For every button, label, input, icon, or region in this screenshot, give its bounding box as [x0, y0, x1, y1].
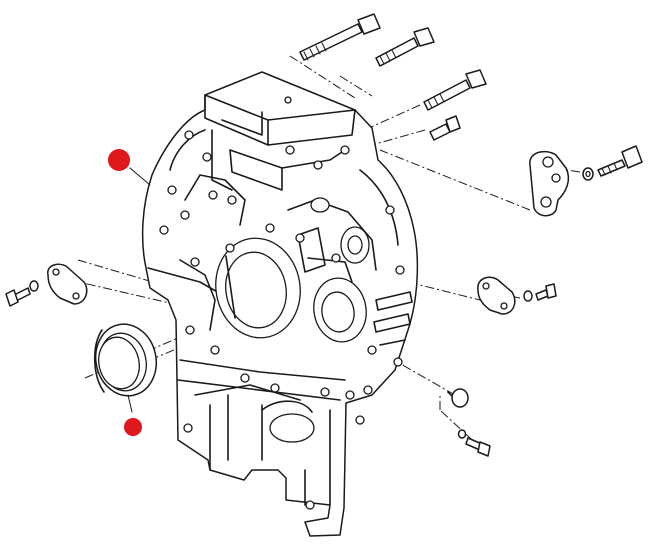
- bracket-washer: [582, 167, 594, 181]
- flange-holes: [159, 96, 405, 510]
- short-bolt-top: [429, 115, 461, 141]
- long-bolt-2: [375, 27, 435, 67]
- flywheel-housing: [141, 71, 419, 537]
- rear-oil-seal: [93, 323, 158, 397]
- cover-plate-right: [477, 276, 516, 315]
- lower-washer: [457, 429, 467, 439]
- cover-plate-left: [47, 263, 88, 305]
- housing-callout-marker[interactable]: [108, 149, 130, 171]
- callout-leaders: [127, 167, 151, 413]
- left-bolt: [5, 287, 31, 307]
- right-bolt: [535, 283, 557, 301]
- lifting-bracket: [529, 150, 570, 217]
- seal-callout-marker[interactable]: [124, 418, 142, 436]
- bracket-bolt: [597, 145, 643, 177]
- long-bolt-1: [299, 13, 381, 61]
- right-washer: [523, 290, 533, 302]
- long-bolt-3: [423, 69, 487, 111]
- plug: [447, 388, 469, 408]
- left-washer: [29, 280, 39, 292]
- lower-bolt: [465, 437, 491, 457]
